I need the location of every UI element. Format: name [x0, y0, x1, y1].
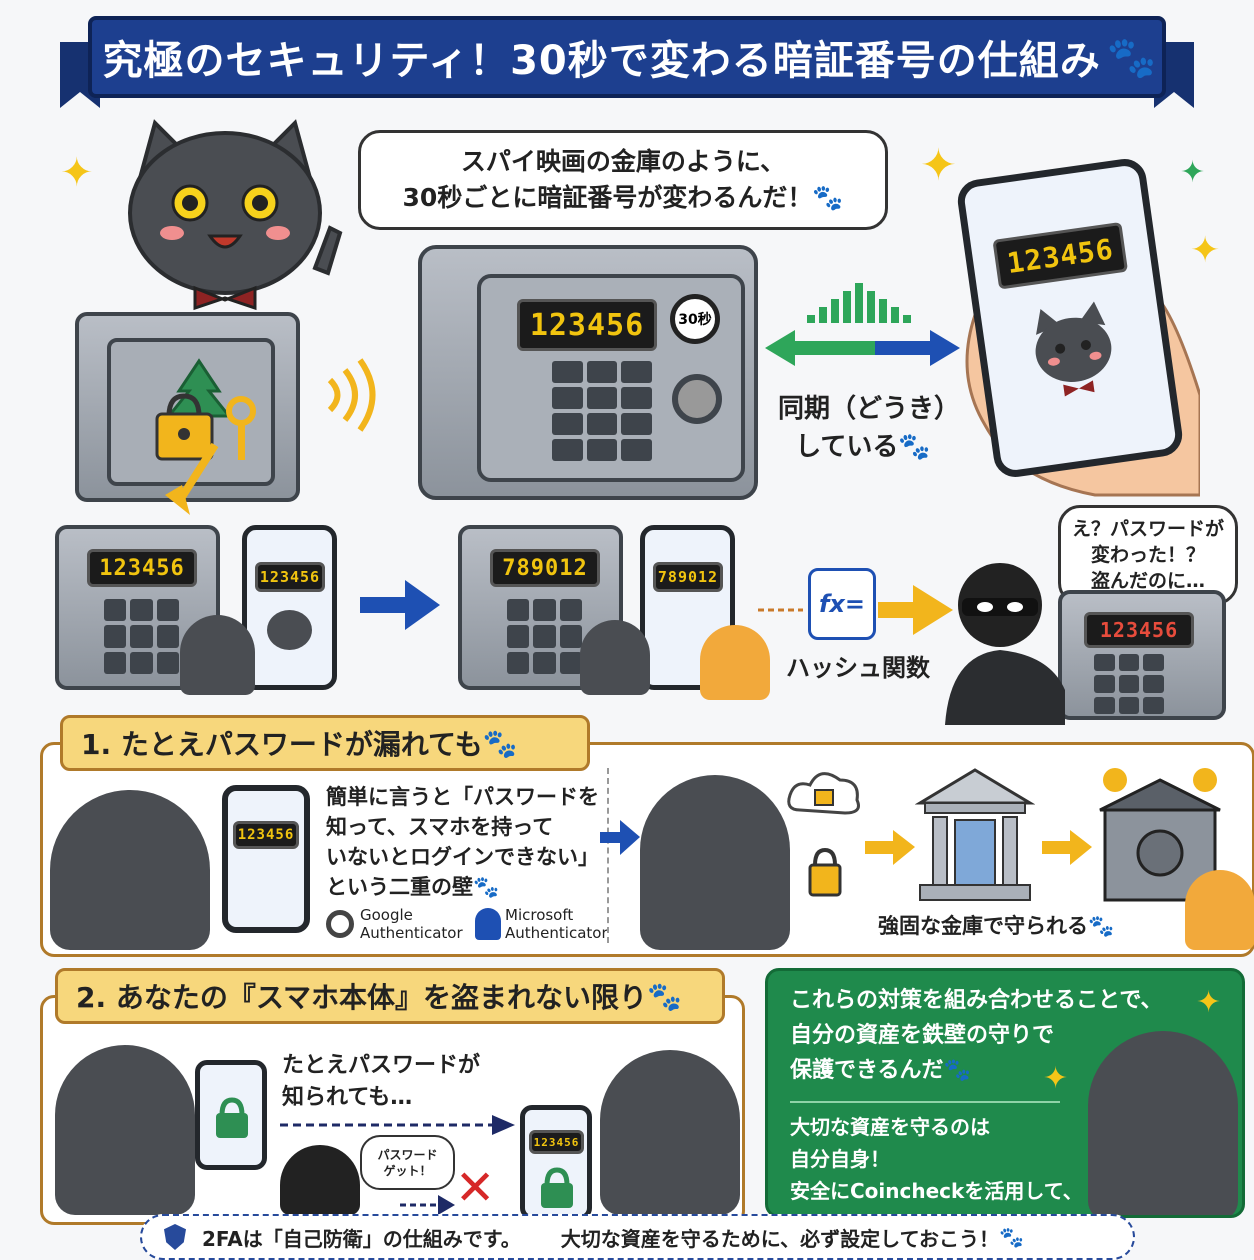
phone-icon: 123456 [520, 1105, 592, 1220]
hash-function-icon: fx= [808, 568, 876, 640]
section-1-tag: 1. たとえパスワードが漏れても🐾 [60, 715, 590, 771]
arrow-right-icon [280, 1115, 515, 1135]
footer-banner: 2FAは「自己防衛」の仕組みです。 大切な資産を守るために、必ず設定しておこう！… [140, 1214, 1135, 1260]
safe-icon: 123456 30秒 [418, 245, 758, 500]
paw-icon: 🐾 [998, 1225, 1024, 1249]
cloud-lock-icon [787, 772, 860, 897]
microsoft-authenticator-icon [475, 908, 501, 940]
cat-mascot [580, 620, 650, 695]
sync-label: 同期（どうき） している🐾 [778, 394, 961, 462]
section-2-tag: 2. あなたの『スマホ本体』を盗まれない限り🐾 [55, 968, 725, 1024]
section-1-text: 簡単に言うと「パスワードを 知って、スマホを持って いないとログインできない」 … [326, 785, 599, 899]
phone-icon: 123456 [222, 785, 310, 933]
safe-code-display: 789012 [490, 549, 600, 587]
paw-icon: 🐾 [898, 432, 931, 462]
bitcoin-cat [700, 625, 770, 700]
sparkle-icon: ✦ [60, 150, 94, 196]
page-title: 究極のセキュリティ！30秒で変わる暗証番号の仕組み 🐾 [102, 34, 1158, 85]
arrow-right-icon [865, 830, 915, 865]
keypad [1094, 654, 1164, 714]
paw-icon: 🐾 [1088, 914, 1115, 938]
google-authenticator-icon [326, 910, 354, 938]
cat-mascot [55, 1045, 195, 1215]
phone-code-display: 789012 [653, 562, 723, 592]
bitcoin-cat [1185, 870, 1254, 950]
padlock-icon [541, 1167, 573, 1208]
arrow-right-icon [758, 585, 953, 635]
paw-icon: 🐾 [482, 726, 518, 760]
cat-mascot [640, 775, 790, 950]
sparkle-icon: ✦ [1180, 155, 1206, 190]
phone-code-display: 123456 [255, 562, 325, 592]
paw-icon: 🐾 [647, 979, 682, 1013]
arrow-right-icon [360, 580, 440, 630]
keypad [552, 361, 652, 461]
cat-mascot [50, 790, 210, 950]
title-banner [60, 16, 1194, 108]
arrow-right-icon [1042, 830, 1092, 865]
thief-speech-bubble: え？パスワードが 変わった！？ 盗んだのに… [1058, 505, 1238, 605]
phone-code-display: 123456 [529, 1130, 584, 1154]
phone-icon [195, 1060, 267, 1170]
speech-bubble-top: スパイ映画の金庫のように、 30秒ごとに暗証番号が変わるんだ！🐾 [358, 130, 888, 230]
padlock-icon [155, 358, 256, 461]
sparkle-icon: ✦ [1196, 985, 1222, 1020]
arrow-down-icon [165, 442, 219, 515]
safe-code-display: 123456 [517, 299, 657, 351]
cat-face-icon [1035, 301, 1112, 397]
phone-code-display: 123456 [992, 221, 1129, 290]
divider [790, 1101, 1060, 1103]
keypad [104, 599, 179, 674]
phone-code-display: 123456 [233, 821, 299, 849]
cat-mascot [600, 1050, 740, 1215]
hash-label: ハッシュ関数 [786, 654, 930, 682]
summary-text: これらの対策を組み合わせることで、 自分の資産を鉄壁の守りで 保護できるんだ🐾 [790, 988, 1163, 1083]
paw-icon: 🐾 [473, 875, 500, 899]
summary-text-2: 大切な資産を守るのは 自分自身！ 安全にCoincheckを活用して、 [790, 1115, 1083, 1203]
vault-icon [1099, 768, 1221, 902]
divider [607, 768, 609, 943]
arrow-right-icon [400, 1195, 455, 1215]
keypad [507, 599, 582, 674]
sparkle-icon: ✦ [1043, 1061, 1069, 1096]
cat-mascot [128, 119, 343, 311]
phone-icon: 123456 [955, 156, 1185, 480]
paw-icon: 🐾 [943, 1058, 971, 1083]
arrow-right-icon [600, 820, 640, 855]
sparkle-icon: ✦ [920, 140, 957, 191]
thief-icon [945, 563, 1065, 725]
safe-code-display: 123456 [87, 549, 197, 587]
cat-mascot [180, 615, 255, 695]
timer-icon: 30秒 [670, 294, 720, 344]
thief-icon [280, 1145, 360, 1215]
safe-icon: 123456 [55, 525, 220, 690]
safe-icon: 123456 [1058, 590, 1226, 720]
thief-speech-bubble: パスワード ゲット！ [360, 1135, 455, 1190]
paw-icon: 🐾 [1106, 34, 1158, 81]
phone-icon: 123456 [242, 525, 337, 690]
shield-icon [164, 1224, 186, 1250]
section-2-text: たとえパスワードが 知られても… [282, 1053, 481, 1110]
cat-face-icon [267, 610, 312, 650]
safe-code-display: 123456 [1084, 612, 1194, 648]
sparkle-icon: ✦ [1190, 230, 1221, 271]
bank-icon [915, 768, 1035, 901]
padlock-icon [216, 1097, 248, 1138]
sync-arrow-icon [765, 283, 960, 366]
blocked-icon: ✕ [455, 1160, 496, 1216]
section-1-caption: 強固な金庫で守られる🐾 [878, 914, 1115, 938]
summary-panel: これらの対策を組み合わせることで、 自分の資産を鉄壁の守りで 保護できるんだ🐾 … [765, 968, 1245, 1218]
safe-icon [75, 312, 300, 502]
wireless-signal-icon [327, 358, 376, 432]
dial-icon [672, 374, 722, 424]
cat-mascot [1088, 1031, 1238, 1215]
paw-icon: 🐾 [812, 183, 844, 212]
